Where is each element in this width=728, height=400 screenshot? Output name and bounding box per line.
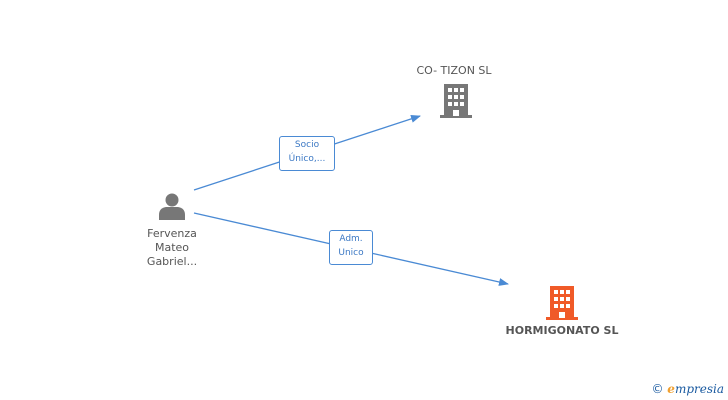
person-name-line: Mateo: [154, 241, 190, 254]
person-name-line: Gabriel...: [146, 255, 198, 268]
building-icon[interactable]: [546, 286, 578, 320]
company-label-hormigonato[interactable]: HORMIGONATO SL: [505, 324, 619, 337]
edge-label-line: Unico: [338, 248, 364, 258]
edge-label-adm-unico[interactable]: Adm. Unico: [329, 230, 373, 265]
brand-name: mpresia: [674, 382, 724, 396]
edge-label-line: Único,...: [288, 154, 326, 164]
edge-label-line: Socio: [294, 140, 320, 150]
person-icon[interactable]: [159, 193, 185, 221]
person-node-label[interactable]: Fervenza Mateo Gabriel...: [132, 227, 212, 269]
copyright-icon: ©: [651, 382, 664, 396]
person-name-line: Fervenza: [147, 227, 197, 240]
company-label-cotizon[interactable]: CO- TIZON SL: [416, 64, 492, 77]
empresia-logo[interactable]: © empresia: [651, 382, 724, 396]
building-icon[interactable]: [440, 84, 472, 118]
edge-label-line: Adm.: [339, 234, 363, 244]
brand-initial: e: [667, 382, 675, 396]
edge-label-socio-unico[interactable]: Socio Único,...: [279, 136, 335, 171]
